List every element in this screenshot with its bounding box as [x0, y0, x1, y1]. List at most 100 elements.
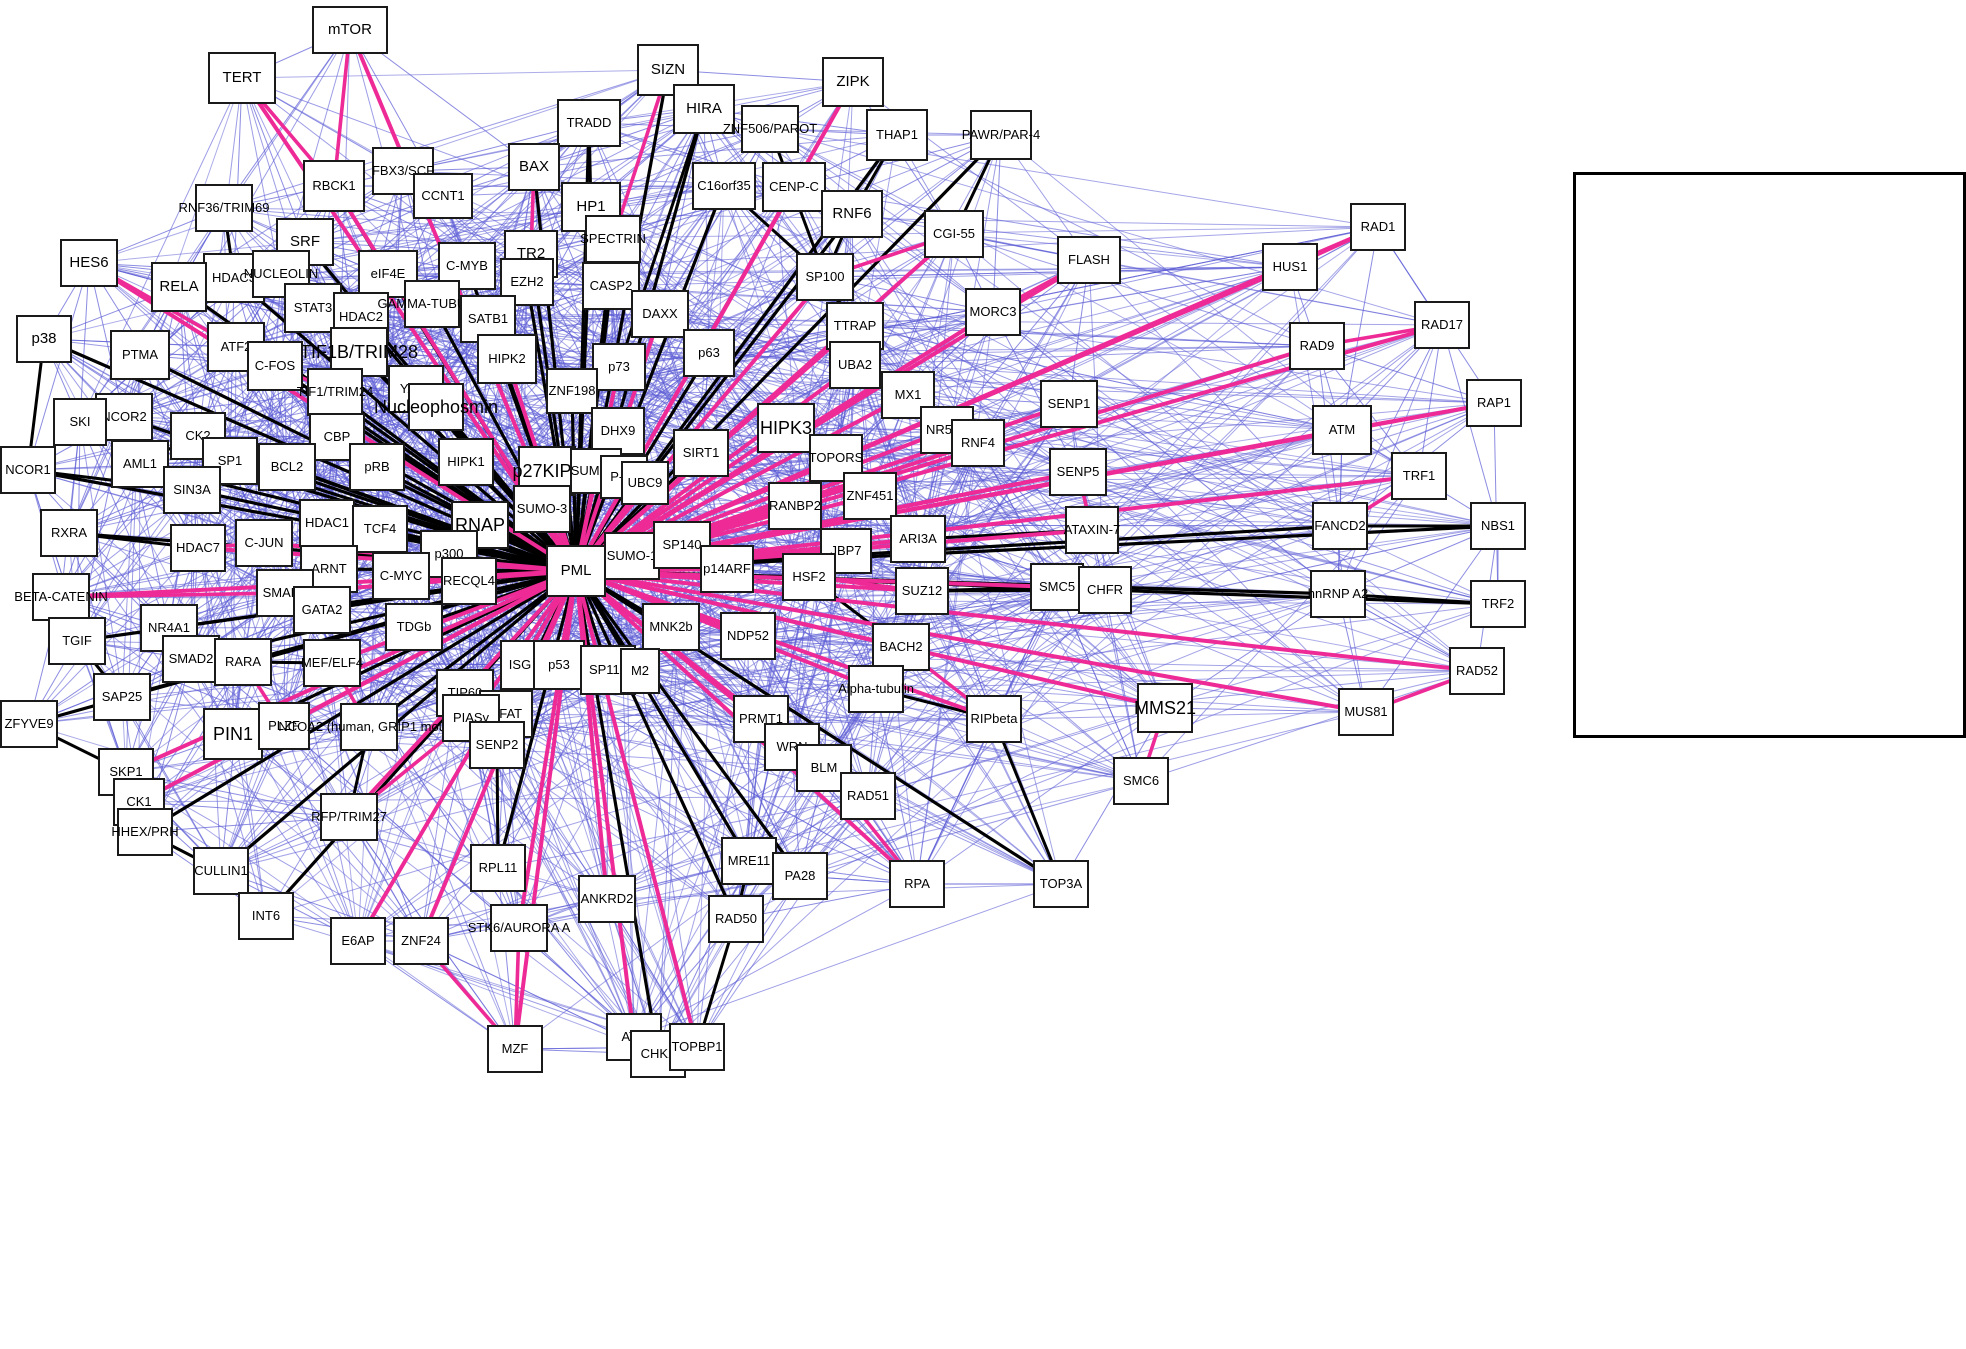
node-rpa[interactable]: RPA — [889, 860, 945, 908]
node-prb[interactable]: pRB — [349, 443, 405, 491]
node-hdac7[interactable]: HDAC7 — [170, 524, 226, 572]
node-rnf6[interactable]: RNF6 — [821, 190, 883, 238]
node-rad51[interactable]: RAD51 — [840, 772, 896, 820]
node-sap25[interactable]: SAP25 — [93, 673, 151, 721]
node-c-fos[interactable]: C-FOS — [247, 341, 303, 391]
node-prmt1[interactable]: PRMT1 — [733, 695, 789, 743]
node-nbs1[interactable]: NBS1 — [1470, 502, 1526, 550]
node-beta-catenin[interactable]: BETA-CATENIN — [14, 573, 108, 621]
node-mms21[interactable]: MMS21 — [1134, 683, 1196, 733]
node-dhx9[interactable]: DHX9 — [591, 407, 645, 455]
node-eif4e[interactable]: eIF4E — [358, 250, 418, 298]
node-c-myc[interactable]: C-MYC — [372, 552, 430, 600]
node-bcl2[interactable]: BCL2 — [258, 443, 316, 491]
node-rad52[interactable]: RAD52 — [1449, 647, 1505, 695]
node-mre11[interactable]: MRE11 — [721, 837, 777, 885]
node-rap1[interactable]: RAP1 — [1466, 379, 1522, 427]
node-rpl11[interactable]: RPL11 — [470, 844, 526, 892]
node-rara[interactable]: RARA — [214, 638, 272, 686]
node-spectrin[interactable]: SPECTRIN — [580, 215, 646, 263]
node-aml1[interactable]: AML1 — [111, 440, 169, 488]
node-sp100[interactable]: SP100 — [796, 253, 854, 301]
node-trf2[interactable]: TRF2 — [1470, 580, 1526, 628]
node-senp2[interactable]: SENP2 — [469, 721, 525, 769]
node-hhex-prh[interactable]: HHEX/PRH — [111, 808, 179, 856]
node-hipk3[interactable]: HIPK3 — [757, 403, 815, 453]
node-gamma-tubulin[interactable]: GAMMA-TUBULIN — [377, 280, 487, 328]
node-m2[interactable]: M2 — [620, 648, 660, 694]
node-atm[interactable]: ATM — [1312, 405, 1372, 455]
node-hnrnp-a2[interactable]: hnRNP A2 — [1308, 570, 1368, 618]
node-mus81[interactable]: MUS81 — [1338, 688, 1394, 736]
node-recql4[interactable]: RECQL4 — [441, 557, 497, 605]
node-daxx[interactable]: DAXX — [631, 290, 689, 338]
node-ncor1[interactable]: NCOR1 — [0, 446, 56, 494]
node-bax[interactable]: BAX — [508, 143, 560, 191]
node-flash[interactable]: FLASH — [1057, 236, 1121, 284]
node-top3a[interactable]: TOP3A — [1033, 860, 1089, 908]
node-nucleophosmin[interactable]: Nucleophosmin — [374, 383, 498, 431]
node-ubc9[interactable]: UBC9 — [621, 461, 669, 505]
node-nucleolin[interactable]: NUCLEOLIN — [244, 250, 318, 298]
node-gata2[interactable]: GATA2 — [293, 586, 351, 634]
node-tdgb[interactable]: TDGb — [385, 603, 443, 651]
node-ncoa2[interactable]: NCOA2 (human, GRIP1 mouse — [278, 703, 460, 751]
node-senp5[interactable]: SENP5 — [1049, 448, 1107, 496]
node-p14arf[interactable]: p14ARF — [700, 545, 754, 593]
node-topbp1[interactable]: TOPBP1 — [669, 1023, 725, 1071]
node-c16orf35[interactable]: C16orf35 — [692, 162, 756, 210]
node-znf24[interactable]: ZNF24 — [393, 917, 449, 965]
node-p38[interactable]: p38 — [16, 315, 72, 363]
node-rbck1[interactable]: RBCK1 — [303, 160, 365, 212]
node-hes6[interactable]: HES6 — [60, 239, 118, 287]
node-rad50[interactable]: RAD50 — [708, 895, 764, 943]
node-alpha-tubulin[interactable]: Alpha-tubulin — [838, 665, 914, 713]
node-tradd[interactable]: TRADD — [557, 99, 621, 147]
node-pa28[interactable]: PA28 — [772, 852, 828, 900]
node-rxra[interactable]: RXRA — [40, 509, 98, 557]
node-stat3[interactable]: STAT3 — [284, 283, 342, 333]
node-ck2[interactable]: CK2 — [170, 412, 226, 460]
node-chfr[interactable]: CHFR — [1078, 566, 1132, 614]
node-pin1[interactable]: PIN1 — [203, 708, 263, 760]
node-c-jun[interactable]: C-JUN — [235, 519, 293, 567]
node-znf506-parot[interactable]: ZNF506/PAROT — [723, 105, 817, 153]
node-ari3a[interactable]: ARI3A — [890, 515, 946, 563]
node-ataxin-7[interactable]: ATAXIN-7 — [1064, 506, 1120, 554]
node-p73[interactable]: p73 — [592, 343, 646, 391]
node-tgif[interactable]: TGIF — [48, 617, 106, 665]
node-hipk1[interactable]: HIPK1 — [438, 438, 494, 486]
node-hdac1[interactable]: HDAC1 — [299, 499, 355, 547]
node-rad1[interactable]: RAD1 — [1350, 203, 1406, 251]
node-rfp-trim27[interactable]: RFP/TRIM27 — [311, 793, 387, 841]
node-mnk2b[interactable]: MNK2b — [642, 603, 700, 651]
node-ptma[interactable]: PTMA — [110, 330, 170, 380]
node-bach2[interactable]: BACH2 — [872, 623, 930, 671]
node-rela[interactable]: RELA — [151, 262, 207, 312]
node-ranbp2[interactable]: RANBP2 — [768, 482, 822, 530]
node-sumo-3[interactable]: SUMO-3 — [513, 485, 571, 533]
node-cgi-55[interactable]: CGI-55 — [924, 210, 984, 258]
node-znf198[interactable]: ZNF198 — [546, 368, 598, 414]
node-sumo-1[interactable]: SUMO-1 — [604, 532, 660, 580]
node-p53[interactable]: p53 — [533, 640, 585, 690]
node-hsf2[interactable]: HSF2 — [782, 553, 836, 601]
node-mzf[interactable]: MZF — [487, 1025, 543, 1073]
node-ndp52[interactable]: NDP52 — [720, 612, 776, 660]
node-rad9[interactable]: RAD9 — [1289, 322, 1345, 370]
node-rad17[interactable]: RAD17 — [1414, 301, 1470, 349]
node-ccnt1[interactable]: CCNT1 — [413, 173, 473, 219]
node-trf1[interactable]: TRF1 — [1391, 452, 1447, 500]
node-sin3a[interactable]: SIN3A — [163, 466, 221, 514]
node-cullin1[interactable]: CULLIN1 — [193, 847, 249, 895]
node-p63[interactable]: p63 — [683, 329, 735, 377]
node-e6ap[interactable]: E6AP — [330, 917, 386, 965]
node-casp2[interactable]: CASP2 — [582, 262, 640, 310]
node-smc6[interactable]: SMC6 — [1113, 757, 1169, 805]
node-pawr-par-4[interactable]: PAWR/PAR-4 — [962, 110, 1040, 160]
node-tert[interactable]: TERT — [208, 52, 276, 104]
node-zipk[interactable]: ZIPK — [822, 57, 884, 107]
node-uba2[interactable]: UBA2 — [829, 341, 881, 389]
node-tcf4[interactable]: TCF4 — [352, 505, 408, 553]
node-mtor[interactable]: mTOR — [312, 6, 388, 54]
